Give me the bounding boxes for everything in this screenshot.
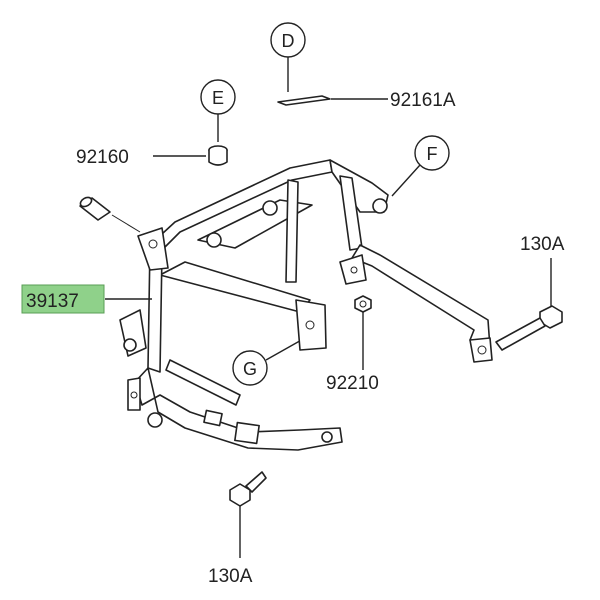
damper-92160: 92160	[76, 145, 228, 168]
callout-g-letter: G	[243, 359, 257, 379]
part-label-39137: 39137	[26, 291, 79, 312]
plate-92161a: 92161A	[277, 90, 456, 111]
part-label-130a-right: 130A	[520, 234, 565, 255]
nut-92210: 92210	[326, 295, 379, 394]
callout-e-letter: E	[212, 88, 224, 108]
callout-e: E	[200, 79, 236, 142]
part-label-92160: 92160	[76, 147, 129, 168]
part-label-92161a: 92161A	[390, 90, 456, 111]
part-label-130a-bottom: 130A	[208, 566, 253, 587]
bolt-130a-bottom: 130A	[208, 471, 267, 587]
callout-d: D	[270, 22, 306, 92]
callout-f-letter: F	[427, 144, 438, 164]
part-label-92210: 92210	[326, 373, 379, 394]
collar	[79, 196, 141, 233]
callout-d-letter: D	[282, 31, 295, 51]
callout-f: F	[391, 135, 450, 197]
frame-39137: 39137	[21, 159, 493, 451]
bolt-130a-right: 130A	[495, 234, 565, 351]
callout-g: G	[232, 337, 306, 386]
